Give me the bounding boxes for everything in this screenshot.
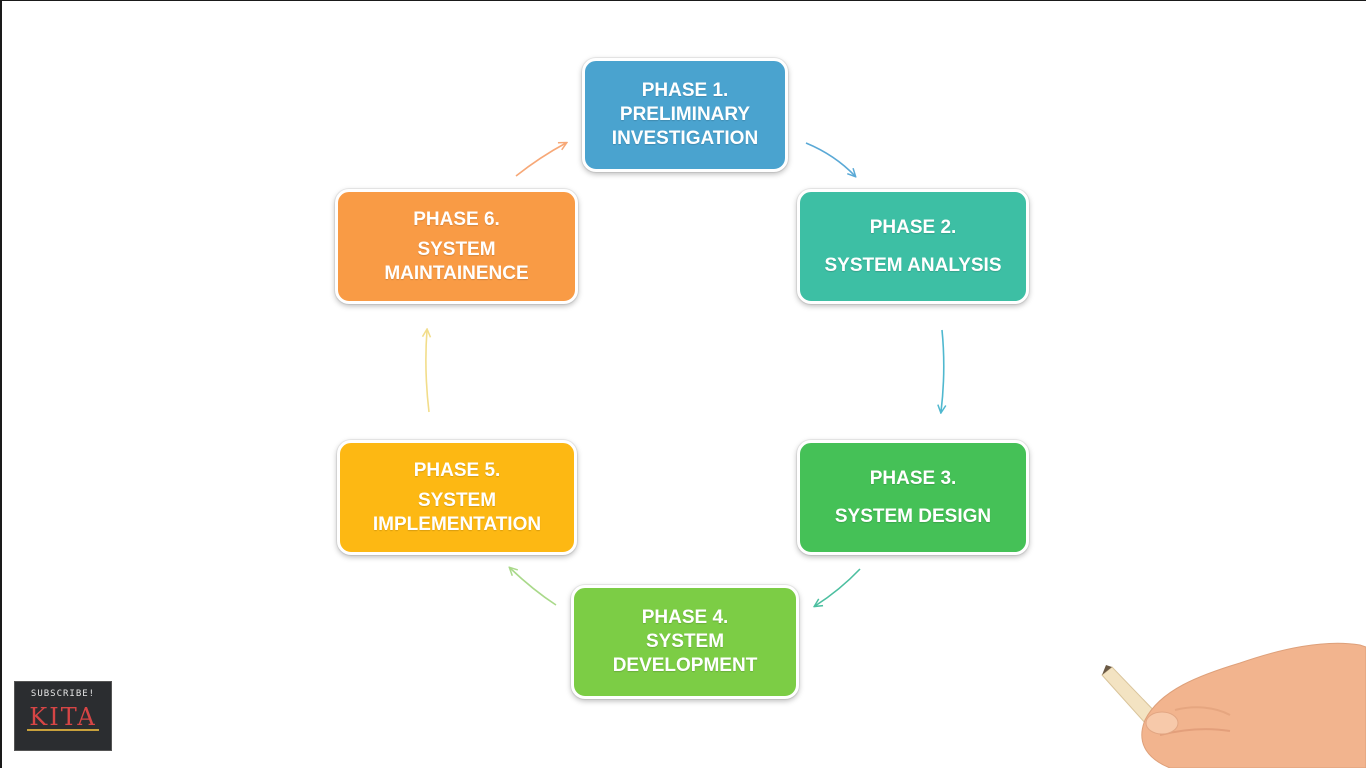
phase-4-line-2: DEVELOPMENT (612, 655, 758, 676)
phase-1-box: PHASE 1. PRELIMINARY INVESTIGATION (582, 58, 788, 172)
arrow-phase3-to-phase4 (815, 568, 861, 606)
phase-4-line-1: SYSTEM (645, 631, 725, 652)
phase-5-line-1: SYSTEM (417, 489, 497, 511)
phase-6-line-2: MAINTAINENCE (384, 262, 529, 284)
phase-3-box: PHASE 3. SYSTEM DESIGN (797, 440, 1029, 555)
arrow-phase4-to-phase5 (510, 568, 557, 606)
arrow-phase6-to-phase1 (515, 143, 566, 177)
phase-5-label: PHASE 5. (413, 459, 501, 481)
phase-3-label: PHASE 3. (869, 467, 957, 489)
phase-5-box: PHASE 5. SYSTEM IMPLEMENTATION (337, 440, 577, 555)
phase-3-line-1: SYSTEM DESIGN (834, 505, 992, 527)
phase-2-line-1: SYSTEM ANALYSIS (824, 254, 1002, 276)
phase-4-label: PHASE 4. (641, 607, 729, 628)
phase-2-label: PHASE 2. (869, 216, 957, 238)
arrow-phase5-to-phase6 (426, 330, 429, 413)
drawing-hand-image (1101, 642, 1366, 768)
phase-6-box: PHASE 6. SYSTEM MAINTAINENCE (335, 189, 578, 304)
phase-6-label: PHASE 6. (413, 208, 500, 230)
channel-logo: KITA (27, 703, 99, 731)
phase-2-box: PHASE 2. SYSTEM ANALYSIS (797, 189, 1029, 304)
subscribe-caption: SUBSCRIBE! (30, 689, 96, 699)
phase-6-line-1: SYSTEM (417, 238, 496, 260)
phase-5-line-2: IMPLEMENTATION (372, 513, 542, 535)
phase-1-line-1: PRELIMINARY (619, 104, 751, 125)
phase-1-label: PHASE 1. (641, 80, 729, 101)
phase-4-box: PHASE 4. SYSTEM DEVELOPMENT (571, 585, 799, 699)
subscribe-badge[interactable]: SUBSCRIBE! KITA (14, 681, 112, 751)
arrow-phase1-to-phase2 (805, 142, 855, 176)
phase-1-line-2: INVESTIGATION (611, 128, 759, 149)
arrow-phase2-to-phase3 (941, 329, 944, 412)
